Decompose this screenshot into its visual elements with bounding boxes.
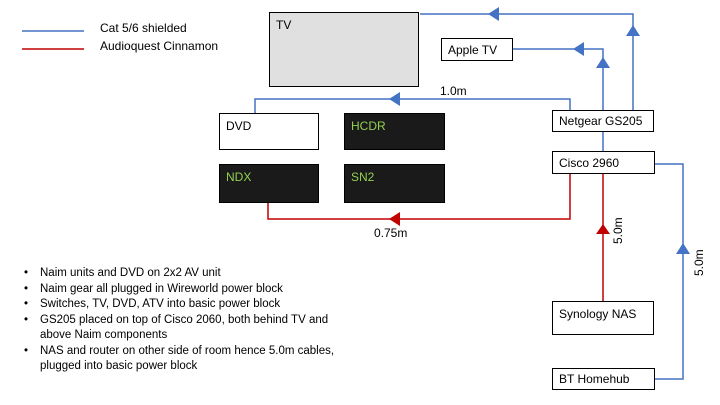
netgear-box: Netgear GS205 (552, 110, 654, 132)
netgear-label: Netgear GS205 (559, 114, 643, 128)
dvd-box: DVD (219, 113, 319, 150)
cable-homehub-cisco (655, 163, 684, 380)
homehub-label: BT Homehub (559, 372, 630, 386)
cisco-label: Cisco 2960 (559, 156, 620, 170)
sn2-box: SN2 (344, 164, 445, 203)
arrow-up-appletv-run (596, 57, 610, 68)
cable-netgear-dvd (254, 98, 571, 113)
arrow-left-dvd (389, 92, 400, 106)
tv-box: TV (269, 12, 419, 87)
legend-blue-label: Cat 5/6 shielded (100, 21, 187, 35)
nas-box: Synology NAS (552, 301, 654, 335)
ndx-run-length: 0.75m (374, 226, 408, 240)
note-item: GS205 placed on top of Cisco 2060, both … (20, 313, 360, 344)
arrow-left-ndx (389, 212, 400, 226)
note-item: Naim gear all plugged in Wireworld power… (20, 282, 360, 298)
homehub-box: BT Homehub (552, 368, 655, 390)
ndx-box: NDX (219, 164, 319, 203)
apple-tv-box: Apple TV (441, 38, 513, 61)
arrow-up-tv-run (626, 25, 640, 36)
ndx-label: NDX (226, 170, 252, 184)
arrow-left-appletv (573, 42, 584, 56)
nas-label: Synology NAS (559, 307, 637, 321)
setup-notes: Naim units and DVD on 2x2 AV unit Naim g… (20, 266, 360, 375)
homehub-run-length: 5.0m (692, 249, 706, 276)
apple-tv-label: Apple TV (448, 43, 498, 57)
tv-label: TV (276, 18, 292, 32)
hcdr-label: HCDR (351, 119, 386, 133)
dvd-run-length: 1.0m (440, 84, 467, 98)
nas-run-length: 5.0m (611, 217, 625, 244)
sn2-label: SN2 (351, 170, 375, 184)
arrow-left-tv (488, 7, 499, 21)
cable-netgear-appletv (513, 48, 604, 110)
cable-cisco-ndx (267, 173, 571, 220)
hcdr-box: HCDR (344, 113, 445, 150)
dvd-label: DVD (226, 119, 252, 133)
note-item: Switches, TV, DVD, ATV into basic power … (20, 297, 360, 313)
arrow-up-nas-run (596, 224, 610, 234)
cisco-box: Cisco 2960 (552, 151, 655, 174)
arrow-up-homehub-run (676, 243, 690, 254)
legend-red-label: Audioquest Cinnamon (100, 39, 219, 53)
note-item: NAS and router on other side of room hen… (20, 344, 360, 375)
note-item: Naim units and DVD on 2x2 AV unit (20, 266, 360, 282)
